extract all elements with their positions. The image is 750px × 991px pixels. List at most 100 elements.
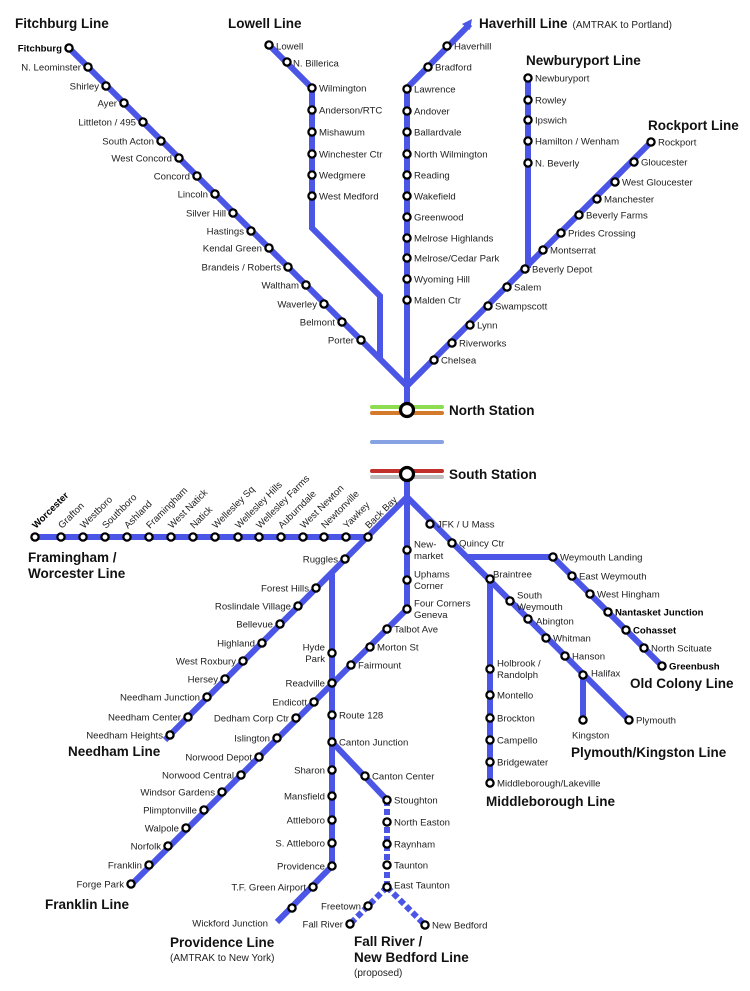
station-readville[interactable]: Readville	[286, 678, 337, 690]
station-cohasset[interactable]: Cohasset	[621, 625, 677, 637]
station-dot[interactable]	[560, 651, 570, 661]
station-dot[interactable]	[485, 778, 495, 788]
station-dot[interactable]	[138, 117, 148, 127]
station-newburyport[interactable]: Newburyport	[523, 73, 590, 85]
station-weymouth-landing[interactable]: Weymouth Landing	[548, 552, 643, 564]
station-franklin[interactable]: Franklin	[108, 860, 154, 872]
station-dot[interactable]	[346, 660, 356, 670]
station-silver-hill[interactable]: Silver Hill	[186, 208, 238, 220]
station-dot[interactable]	[567, 571, 577, 581]
station-fall-river[interactable]: Fall River	[302, 919, 355, 931]
station-dot[interactable]	[257, 638, 267, 648]
station-n-billerica[interactable]: N. Billerica	[282, 57, 340, 70]
station-route-128[interactable]: Route 128	[327, 710, 383, 722]
station-brockton[interactable]: Brockton	[485, 713, 535, 725]
station-dot[interactable]	[56, 532, 66, 542]
station-dot[interactable]	[382, 624, 392, 634]
station-dot[interactable]	[327, 678, 337, 688]
station-dot[interactable]	[523, 136, 533, 146]
station-dot[interactable]	[548, 552, 558, 562]
station-dot[interactable]	[523, 115, 533, 125]
station-raynham[interactable]: Raynham	[382, 839, 435, 851]
station-attleboro[interactable]: Attleboro	[287, 815, 337, 827]
station-bridgewater[interactable]: Bridgewater	[485, 757, 549, 769]
station-prides-crossing[interactable]: Prides Crossing	[556, 228, 636, 240]
station-montserrat[interactable]: Montserrat	[538, 245, 596, 257]
station-nantasket-junction[interactable]: Nantasket Junction	[603, 607, 704, 619]
station-dot[interactable]	[276, 532, 286, 542]
station-dot[interactable]	[307, 127, 317, 137]
station-dot[interactable]	[228, 208, 238, 218]
station-dot[interactable]	[174, 153, 184, 163]
station-salem[interactable]: Salem	[502, 282, 541, 294]
station-brandeis-roberts[interactable]: Brandeis / Roberts	[202, 262, 293, 274]
station-fitchburg[interactable]: Fitchburg	[18, 43, 74, 55]
station-abington[interactable]: Abington	[523, 614, 574, 628]
station-melrose-highlands[interactable]: Melrose Highlands	[402, 233, 494, 245]
station-greenbush[interactable]: Greenbush	[657, 661, 720, 673]
south-station-dot[interactable]	[398, 465, 416, 483]
station-wakefield[interactable]: Wakefield	[402, 191, 456, 203]
station-dot[interactable]	[341, 532, 351, 542]
station-dot[interactable]	[429, 355, 439, 365]
station-mishawum[interactable]: Mishawum	[307, 127, 365, 139]
station-canton-center[interactable]: Canton Center	[360, 771, 435, 783]
station-plymouth[interactable]: Plymouth	[624, 715, 676, 727]
station-halifax[interactable]: Halifax	[578, 669, 621, 680]
station-east-taunton[interactable]: East Taunton	[382, 881, 450, 892]
station-dot[interactable]	[327, 737, 337, 747]
station-dot[interactable]	[275, 619, 285, 629]
station-dot[interactable]	[307, 83, 317, 93]
station-dot[interactable]	[327, 791, 337, 801]
station-dot[interactable]	[402, 106, 412, 116]
station-dot[interactable]	[210, 532, 220, 542]
station-islington[interactable]: Islington	[234, 733, 282, 745]
north-station-dot[interactable]	[398, 401, 416, 419]
station-hanson[interactable]: Hanson	[560, 651, 605, 663]
station-dot[interactable]	[307, 105, 317, 115]
station-sharon[interactable]: Sharon	[294, 765, 337, 777]
station-norfolk[interactable]: Norfolk	[131, 841, 173, 853]
station-dot[interactable]	[327, 765, 337, 775]
station-hastings[interactable]: Hastings	[207, 226, 256, 238]
station-dot[interactable]	[402, 149, 412, 159]
station-dot[interactable]	[319, 299, 329, 309]
station-shirley[interactable]: Shirley	[70, 81, 111, 93]
station-dot[interactable]	[420, 920, 430, 930]
station-dot[interactable]	[382, 839, 392, 849]
station-dot[interactable]	[233, 532, 243, 542]
station-concord[interactable]: Concord	[154, 171, 202, 183]
station-dot[interactable]	[505, 596, 515, 606]
station-dot[interactable]	[502, 282, 512, 292]
station-dot[interactable]	[402, 170, 412, 180]
station-north-easton[interactable]: North Easton	[382, 817, 450, 829]
station-kingston[interactable]: Kingston	[572, 715, 609, 742]
station-endicott[interactable]: Endicott	[272, 697, 319, 709]
station-dot[interactable]	[382, 882, 392, 892]
station-lynn[interactable]: Lynn	[465, 320, 497, 332]
station-dot[interactable]	[126, 879, 136, 889]
station-dot[interactable]	[220, 674, 230, 684]
station-dot[interactable]	[144, 532, 154, 542]
station-new-market[interactable]: New-market	[402, 540, 444, 563]
station-s-attleboro[interactable]: S. Attleboro	[275, 838, 337, 850]
station-mansfield[interactable]: Mansfield	[284, 791, 337, 803]
station-dot[interactable]	[442, 41, 452, 51]
station-wilmington[interactable]: Wilmington	[307, 83, 366, 95]
station-beverly-depot[interactable]: Beverly Depot	[520, 264, 593, 276]
station-swampscott[interactable]: Swampscott	[483, 301, 548, 313]
station-dot[interactable]	[629, 157, 639, 167]
station-jfk-u-mass[interactable]: JFK / U Mass	[425, 519, 495, 531]
station-roslindale-village[interactable]: Roslindale Village	[215, 601, 303, 613]
station-dot[interactable]	[402, 127, 412, 137]
station-dot[interactable]	[363, 901, 373, 911]
station-dot[interactable]	[309, 697, 319, 707]
station-back-bay[interactable]: Back Bay	[363, 495, 400, 542]
station-dot[interactable]	[30, 532, 40, 542]
station-anderson-rtc[interactable]: Anderson/RTC	[307, 105, 382, 117]
station-belmont[interactable]: Belmont	[300, 317, 347, 329]
station-dot[interactable]	[100, 532, 110, 542]
station-waverley[interactable]: Waverley	[277, 299, 329, 311]
